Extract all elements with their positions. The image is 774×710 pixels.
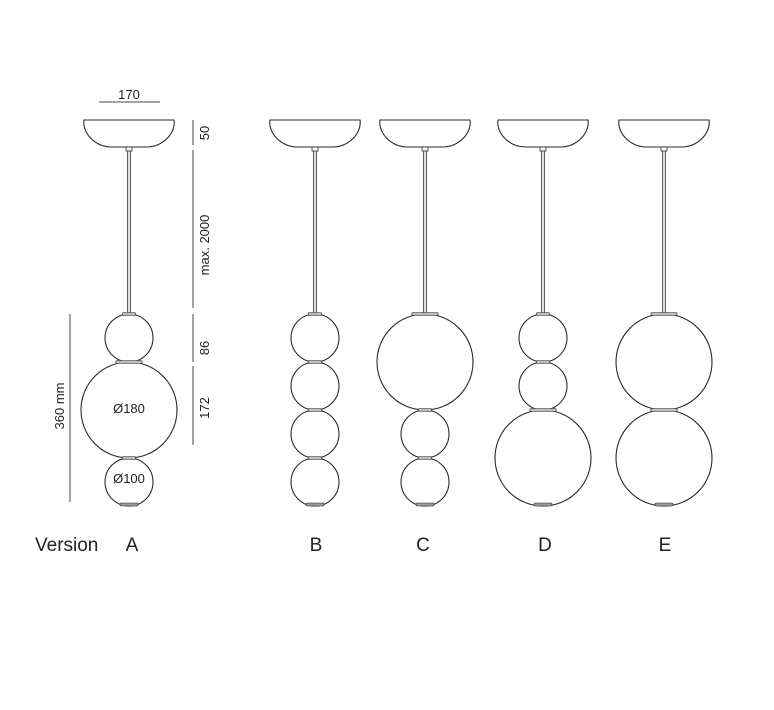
- large-diameter-label: Ø180: [113, 401, 145, 416]
- variant-label-a: A: [126, 535, 139, 556]
- sphere-joint: [308, 312, 322, 316]
- lamp-version-e: [615, 119, 713, 507]
- sphere-joint: [308, 408, 322, 412]
- lamp-version-a: [80, 119, 178, 507]
- canopy-connector: [421, 146, 429, 152]
- lamp-version-d: [494, 119, 592, 507]
- canopy-connector: [125, 146, 133, 152]
- variant-label-b: B: [310, 535, 323, 556]
- bottom-cap: [654, 502, 674, 507]
- lamp-version-b: [269, 119, 361, 507]
- canopy-height-label: 50: [197, 126, 212, 140]
- sphere-joint: [536, 360, 550, 364]
- variant-label-e: E: [659, 535, 672, 556]
- sphere-joint: [122, 312, 136, 316]
- sphere-joint: [650, 312, 678, 316]
- small-glass-sphere: [104, 313, 154, 363]
- bottom-cap: [119, 502, 139, 507]
- small-diameter-label: Ø100: [113, 471, 145, 486]
- lamp-version-c: [376, 119, 474, 507]
- total-height-label: 360 mm: [52, 383, 67, 430]
- small-glass-sphere: [518, 313, 568, 363]
- large-glass-sphere: [615, 409, 713, 507]
- sphere-joint: [122, 456, 136, 460]
- canopy-connector: [311, 146, 319, 152]
- canopy-connector: [539, 146, 547, 152]
- sphere-joint: [529, 408, 557, 412]
- cable-length-label: max. 2000: [197, 215, 212, 276]
- sphere-joint: [650, 408, 678, 412]
- version-label: Version: [35, 535, 98, 556]
- canopy: [83, 119, 175, 148]
- small-glass-sphere: [290, 313, 340, 363]
- small-sphere-height-label: 86: [197, 341, 212, 355]
- sphere-joint: [536, 312, 550, 316]
- small-glass-sphere: [290, 457, 340, 507]
- large-glass-sphere: [615, 313, 713, 411]
- small-glass-sphere: [518, 361, 568, 411]
- bottom-cap: [533, 502, 553, 507]
- sphere-joint: [308, 360, 322, 364]
- sphere-joint: [418, 408, 432, 412]
- variant-label-c: C: [416, 535, 430, 556]
- variant-label-d: D: [538, 535, 552, 556]
- bottom-cap: [415, 502, 435, 507]
- sphere-joint: [418, 456, 432, 460]
- canopy: [379, 119, 471, 148]
- canopy-width-label: 170: [118, 87, 140, 102]
- large-glass-sphere: [376, 313, 474, 411]
- canopy-connector: [660, 146, 668, 152]
- small-glass-sphere: [400, 409, 450, 459]
- large-glass-sphere: [494, 409, 592, 507]
- bottom-cap: [305, 502, 325, 507]
- lamp-variants: [80, 119, 713, 507]
- large-sphere-height-label: 172: [197, 397, 212, 419]
- small-glass-sphere: [400, 457, 450, 507]
- sphere-joint: [115, 360, 143, 364]
- canopy: [618, 119, 710, 148]
- sphere-joint: [411, 312, 439, 316]
- canopy: [497, 119, 589, 148]
- small-glass-sphere: [290, 409, 340, 459]
- small-glass-sphere: [290, 361, 340, 411]
- dimension-annotations: [69, 101, 194, 502]
- variant-labels: A B C D E: [126, 535, 672, 556]
- canopy: [269, 119, 361, 148]
- sphere-joint: [308, 456, 322, 460]
